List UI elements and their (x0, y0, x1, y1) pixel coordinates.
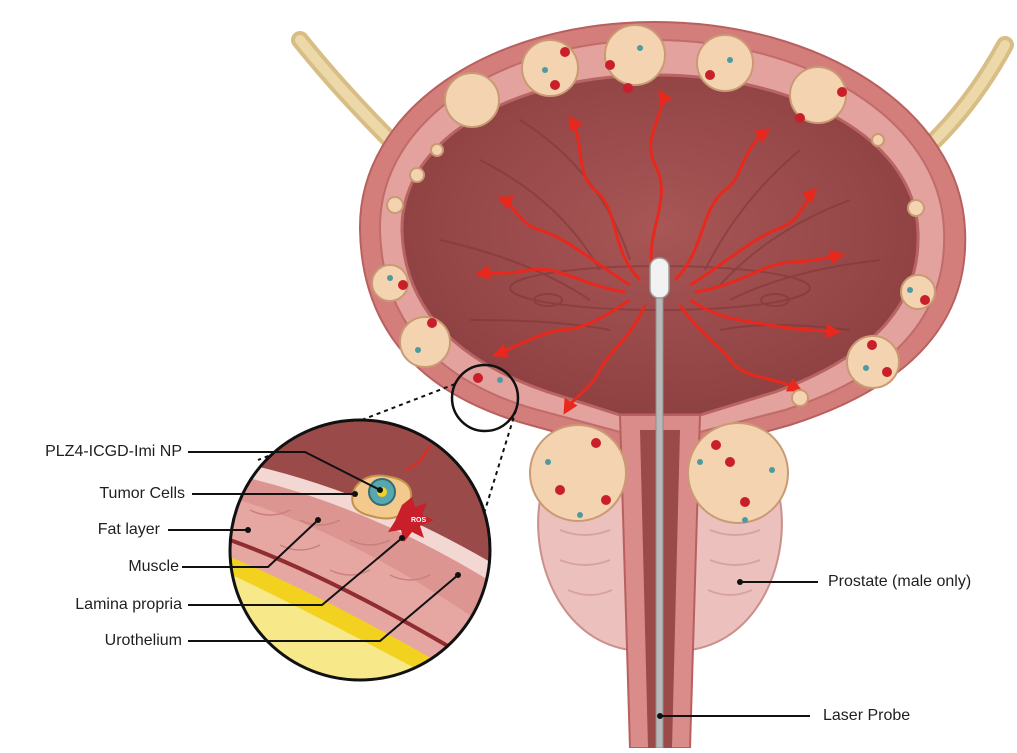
label-muscle: Muscle (128, 557, 179, 577)
ros-label: ROS (411, 517, 427, 524)
label-nanoparticle: PLZ4-ICGD-Imi NP (45, 442, 182, 462)
label-lamina-propria: Lamina propria (75, 595, 182, 615)
laser-probe-shaft (656, 290, 663, 748)
right-ureter-inner (935, 45, 1005, 140)
label-prostate: Prostate (male only) (828, 572, 971, 592)
left-ureter-inner (300, 40, 395, 145)
label-fat-layer: Fat layer (98, 520, 160, 540)
label-laser-probe: Laser Probe (823, 706, 910, 726)
laser-probe-tip (650, 258, 669, 298)
label-tumor-cells: Tumor Cells (99, 484, 185, 504)
label-urothelium: Urothelium (105, 631, 182, 651)
